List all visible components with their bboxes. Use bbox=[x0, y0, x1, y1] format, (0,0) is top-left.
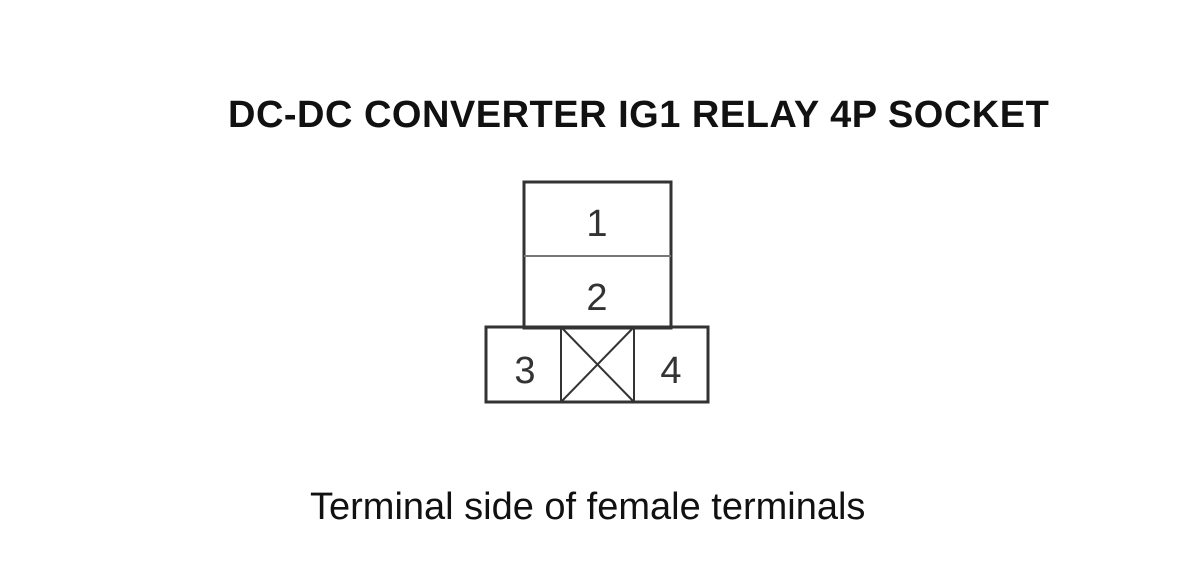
diagram-title: DC-DC CONVERTER IG1 RELAY 4P SOCKET bbox=[228, 94, 1050, 136]
lower-housing bbox=[484, 325, 710, 404]
terminal-3-label: 3 bbox=[514, 350, 535, 392]
terminal-1-label: 1 bbox=[586, 203, 607, 245]
diagram-caption: Terminal side of female terminals bbox=[310, 486, 866, 528]
terminal-4-label: 4 bbox=[660, 350, 681, 392]
unused-cavity-cross bbox=[560, 326, 635, 403]
terminal-2-label: 2 bbox=[586, 277, 607, 319]
